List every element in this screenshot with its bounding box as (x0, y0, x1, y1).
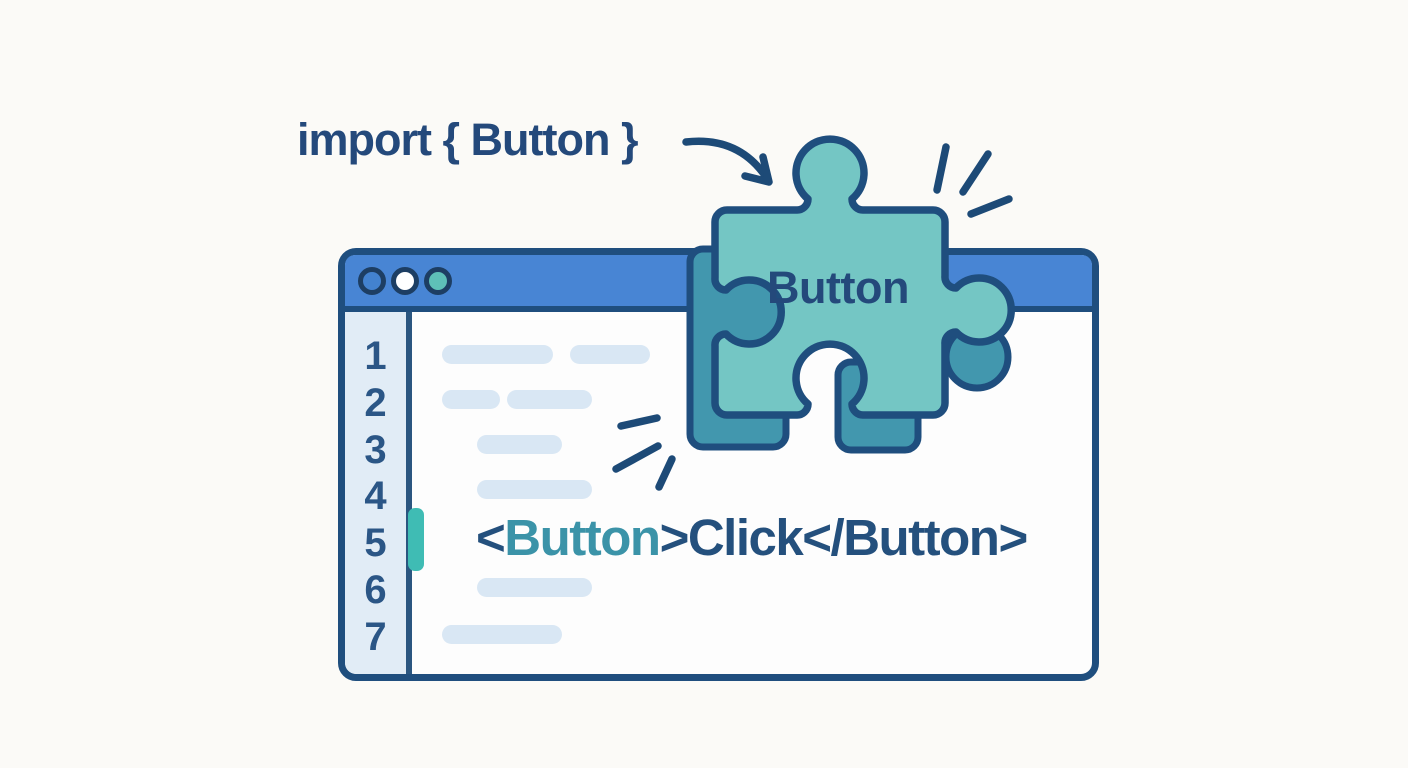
arrow-curve (682, 137, 772, 184)
window-control-dot-1[interactable] (358, 266, 386, 295)
code-placeholder-bar (477, 480, 592, 499)
code-placeholder-bar (442, 390, 500, 409)
code-line: <Button>Click</Button> (476, 509, 1029, 566)
line-number-gutter: 1 2 3 4 5 6 7 (345, 312, 406, 674)
code-placeholder-bar (570, 345, 650, 364)
line-number: 4 (364, 474, 387, 519)
gutter-divider (406, 312, 412, 674)
active-line-marker (408, 508, 424, 571)
code-token-rest: >Click</Button> (659, 509, 1029, 566)
line-number: 6 (364, 567, 387, 612)
arrow-head (741, 153, 773, 186)
code-placeholder-bar (507, 390, 592, 409)
editor-window: 1 2 3 4 5 6 7 <Button>Click</Button> (338, 248, 1099, 681)
code-token-tag-name: Button (504, 509, 661, 566)
line-number: 3 (364, 427, 387, 472)
import-statement: import { Button } (297, 114, 638, 165)
editor-body: 1 2 3 4 5 6 7 <Button>Click</Button> (345, 312, 1092, 674)
code-placeholder-bar (477, 435, 562, 454)
code-placeholder-bar (442, 625, 562, 644)
line-number: 2 (364, 380, 387, 425)
code-token-open-angle: < (476, 509, 506, 566)
window-titlebar (345, 255, 1092, 312)
window-control-dot-2[interactable] (391, 266, 419, 295)
sparkle-lines-top (933, 143, 1013, 218)
window-control-dot-3[interactable] (424, 266, 452, 295)
line-number: 5 (364, 521, 387, 566)
code-area: <Button>Click</Button> (412, 312, 1092, 674)
line-number: 7 (364, 614, 387, 659)
line-number: 1 (364, 334, 387, 378)
code-placeholder-bar (442, 345, 553, 364)
code-placeholder-bar (477, 578, 592, 597)
